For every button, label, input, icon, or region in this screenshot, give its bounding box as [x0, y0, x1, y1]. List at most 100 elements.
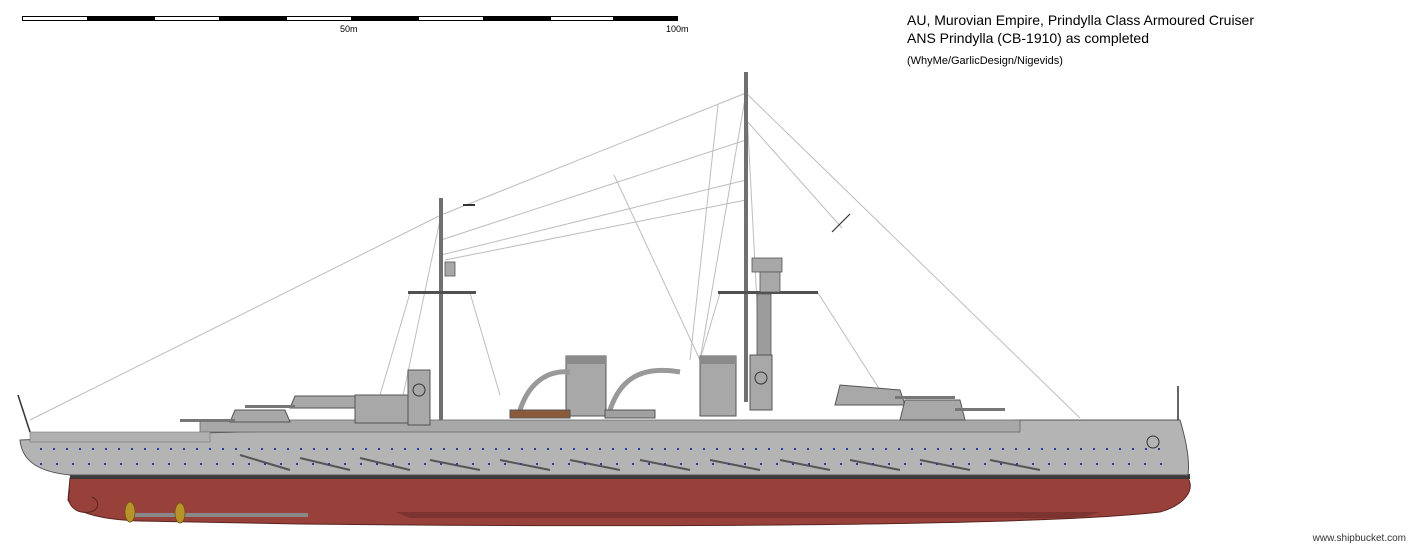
porthole: [776, 463, 778, 465]
porthole: [88, 463, 90, 465]
porthole: [760, 463, 762, 465]
porthole: [222, 448, 224, 450]
porthole: [521, 448, 523, 450]
porthole: [92, 448, 94, 450]
porthole: [600, 463, 602, 465]
porthole: [79, 448, 81, 450]
porthole: [200, 463, 202, 465]
porthole: [1128, 463, 1130, 465]
porthole: [1032, 463, 1034, 465]
porthole: [443, 448, 445, 450]
porthole: [729, 448, 731, 450]
porthole: [989, 448, 991, 450]
porthole: [469, 448, 471, 450]
porthole: [911, 448, 913, 450]
bilge-keel: [395, 512, 1100, 518]
porthole: [120, 463, 122, 465]
porthole: [118, 448, 120, 450]
porthole: [1112, 463, 1114, 465]
porthole: [1132, 448, 1134, 450]
porthole: [157, 448, 159, 450]
porthole: [648, 463, 650, 465]
porthole: [430, 448, 432, 450]
porthole: [248, 463, 250, 465]
porthole: [1160, 463, 1162, 465]
porthole: [408, 463, 410, 465]
porthole: [328, 463, 330, 465]
porthole: [131, 448, 133, 450]
porthole: [690, 448, 692, 450]
ship-class-title: AU, Murovian Empire, Prindylla Class Arm…: [907, 12, 1254, 28]
porthole: [344, 463, 346, 465]
porthole: [360, 463, 362, 465]
porthole: [872, 448, 874, 450]
scale-segment: [154, 16, 220, 21]
porthole: [573, 448, 575, 450]
searchlight-icon: [412, 383, 426, 397]
jackstaff: [17, 394, 31, 433]
porthole: [552, 463, 554, 465]
porthole: [794, 448, 796, 450]
porthole: [376, 463, 378, 465]
propellers: [124, 501, 186, 524]
porthole: [391, 448, 393, 450]
porthole: [1067, 448, 1069, 450]
porthole: [365, 448, 367, 450]
porthole: [1106, 448, 1108, 450]
porthole: [300, 448, 302, 450]
ship-name-subtitle: ANS Prindylla (CB-1910) as completed: [907, 30, 1149, 46]
ship-boat: [604, 409, 656, 419]
porthole: [1080, 463, 1082, 465]
porthole: [872, 463, 874, 465]
porthole: [235, 448, 237, 450]
porthole: [859, 448, 861, 450]
searchlight-icon: [754, 371, 768, 385]
porthole: [824, 463, 826, 465]
portholes: [40, 448, 1162, 465]
scale-bar: [22, 16, 678, 22]
porthole: [392, 463, 394, 465]
porthole: [1119, 448, 1121, 450]
porthole: [209, 448, 211, 450]
porthole: [495, 448, 497, 450]
porthole: [488, 463, 490, 465]
porthole: [312, 463, 314, 465]
porthole: [963, 448, 965, 450]
porthole: [898, 448, 900, 450]
scale-label-100m: 100m: [666, 24, 689, 34]
title-block: AU, Murovian Empire, Prindylla Class Arm…: [907, 11, 1254, 69]
aft-tower: [749, 354, 773, 411]
porthole: [920, 463, 922, 465]
porthole: [424, 463, 426, 465]
porthole: [856, 463, 858, 465]
scale-segment: [88, 16, 154, 21]
porthole: [840, 463, 842, 465]
porthole: [183, 448, 185, 450]
porthole: [712, 463, 714, 465]
porthole: [352, 448, 354, 450]
porthole: [504, 463, 506, 465]
porthole: [168, 463, 170, 465]
porthole: [264, 463, 266, 465]
porthole: [833, 448, 835, 450]
porthole: [632, 463, 634, 465]
porthole: [696, 463, 698, 465]
scale-segment: [286, 16, 352, 21]
porthole: [950, 448, 952, 450]
porthole: [560, 448, 562, 450]
porthole: [313, 448, 315, 450]
porthole: [768, 448, 770, 450]
scale-segment: [352, 16, 418, 21]
porthole: [885, 448, 887, 450]
porthole: [638, 448, 640, 450]
porthole: [1016, 463, 1018, 465]
porthole: [1048, 463, 1050, 465]
porthole: [508, 448, 510, 450]
scale-segment: [220, 16, 286, 21]
porthole: [651, 448, 653, 450]
porthole: [296, 463, 298, 465]
porthole: [744, 463, 746, 465]
porthole: [1015, 448, 1017, 450]
porthole: [968, 463, 970, 465]
porthole: [136, 463, 138, 465]
